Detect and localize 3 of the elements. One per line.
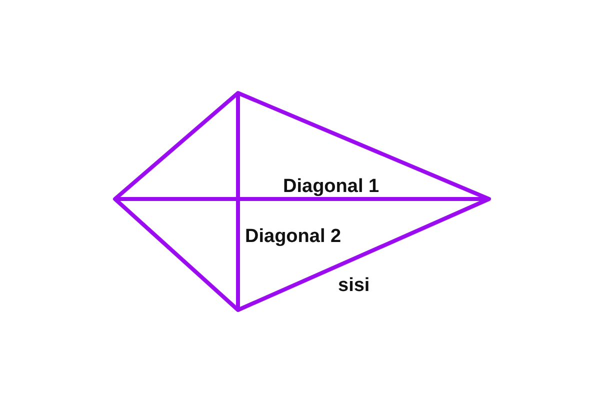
side-label: sisi xyxy=(338,276,370,295)
diagonal-label: Diagonal 2 xyxy=(245,227,342,246)
diagonal-label: Diagonal 1 xyxy=(283,177,380,196)
